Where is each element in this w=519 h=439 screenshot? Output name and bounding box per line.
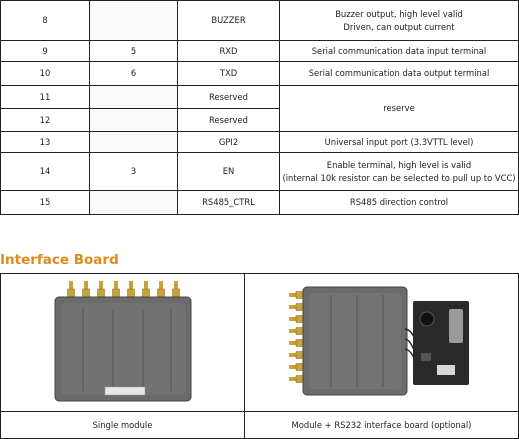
terminal-block [436,364,455,375]
pin-name: TXD [177,61,280,86]
module-with-board-image-cell [244,273,519,412]
antenna-connector [288,350,303,359]
antenna-connector [288,290,303,299]
pin-name: Reserved [177,108,280,132]
pin-number: 15 [0,190,90,215]
pin-table: 8 BUZZER Buzzer output, high level valid… [0,0,519,215]
alt-pin: 3 [89,152,178,191]
desc-line: (internal 10k resistor can be selected t… [282,172,516,183]
alt-pin: 5 [89,40,178,62]
antenna-connector [288,374,303,383]
caption-module-with-board: Module + RS232 interface board (optional… [244,411,519,439]
module-with-board-image [288,286,469,395]
antenna-connectors [288,290,303,383]
pin-name: EN [177,152,280,191]
pin-name: RS485_CTRL [177,190,280,215]
interface-board-table: 12345678 Single module M [0,273,519,439]
module-top-plate [60,302,185,395]
pin-desc: Enable terminal, high level is valid (in… [279,152,519,191]
desc-line: Driven, can output current [343,21,455,32]
table-row: 14 3 EN Enable terminal, high level is v… [0,152,519,191]
pin-name: GPI2 [177,131,280,153]
antenna-connector [288,302,303,311]
table-row: 12 Reserved [0,108,519,132]
desc-line: Buzzer output, high level valid [335,9,463,20]
heatsink-ridges [81,306,172,391]
alt-pin [89,0,178,41]
antenna-connector [288,314,303,323]
alt-pin [89,85,178,109]
alt-pin [89,131,178,153]
buzzer-icon [419,311,434,326]
pin-number: 14 [0,152,90,191]
pin-name: RXD [177,40,280,62]
chip [420,352,431,361]
alt-pin [89,190,178,215]
pin-desc: RS485 direction control [279,190,519,215]
table-row: 13 GPI2 Universal input port (3.3VTTL le… [0,131,519,153]
antenna-connector [288,338,303,347]
pin-desc: Serial communication data output termina… [279,61,519,86]
table-row: 8 BUZZER Buzzer output, high level valid… [0,0,519,41]
pin-number: 8 [0,0,90,41]
pin-desc-merged: reserve [279,85,519,132]
pin-name: Reserved [177,85,280,109]
pin-name: BUZZER [177,0,280,41]
db9-connector [448,308,463,343]
pin-number: 13 [0,131,90,153]
single-module-image: 12345678 [54,280,191,401]
alt-pin [89,108,178,132]
pin-desc: Serial communication data input terminal [279,40,519,62]
antenna-connector [288,362,303,371]
table-row: 9 5 RXD Serial communication data input … [0,40,519,62]
pin-number: 11 [0,85,90,109]
pin-number: 10 [0,61,90,86]
caption-single-module: Single module [0,411,245,439]
pin-number: 9 [0,40,90,62]
desc-line: Enable terminal, high level is valid [326,160,472,171]
heatsink-ridges [329,294,384,387]
table-row: 15 RS485_CTRL RS485 direction control [0,190,519,215]
header-connector [104,386,145,395]
pin-desc: Buzzer output, high level valid Driven, … [279,0,519,41]
module-top-plate [308,292,401,389]
antenna-connector [288,326,303,335]
pin-number: 12 [0,108,90,132]
section-title: Interface Board [0,252,119,268]
pin-desc: Universal input port (3.3VTTL level) [279,131,519,153]
alt-pin: 6 [89,61,178,86]
table-row: 10 6 TXD Serial communication data outpu… [0,61,519,86]
single-module-image-cell: 12345678 [0,273,245,412]
table-row: 11 Reserved reserve [0,85,519,132]
